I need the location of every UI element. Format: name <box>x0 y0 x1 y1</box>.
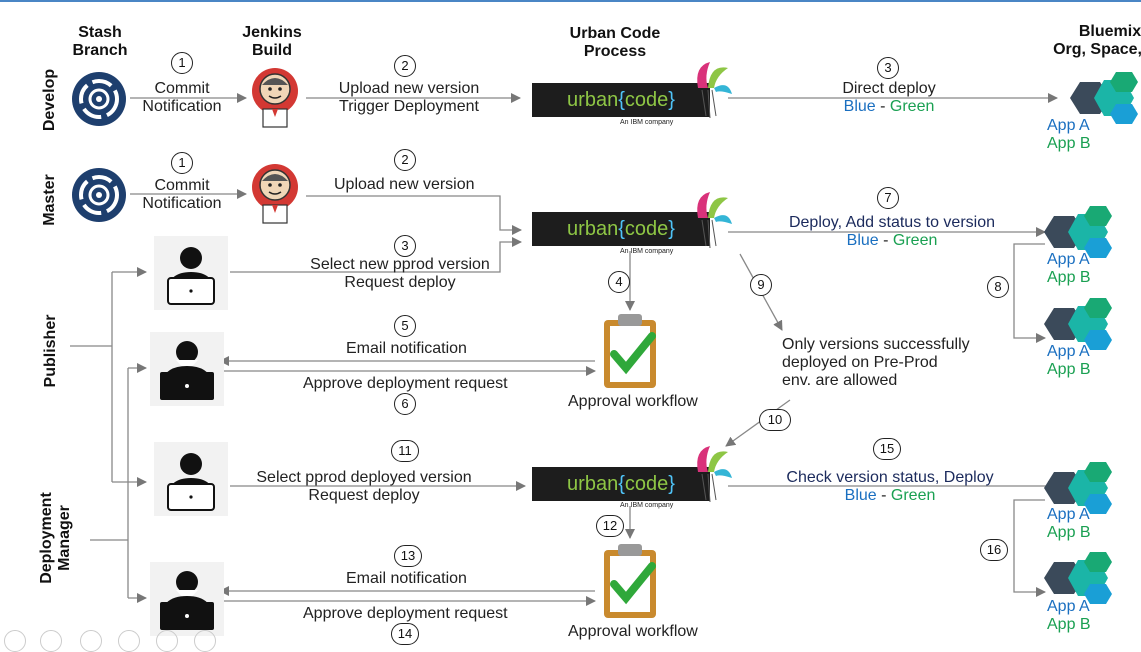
step-number: 3 <box>877 57 899 79</box>
check-version-status-label: Check version status, Deploy Blue - Gree… <box>786 469 994 504</box>
urbancode-spark-icon <box>697 446 732 503</box>
urbancode-tagline: An IBM company <box>620 119 674 126</box>
slide-pen-icon[interactable] <box>80 630 102 652</box>
approve-request-label: Approve deployment request <box>303 605 508 622</box>
app-b-label: App B <box>1047 135 1091 152</box>
user-laptop-icon <box>154 236 228 310</box>
user-laptop-icon <box>150 332 224 406</box>
step-number: 9 <box>750 274 772 296</box>
bluemix-hex-icon <box>1044 298 1112 350</box>
step-number: 10 <box>759 409 791 431</box>
step-number: 14 <box>391 623 419 645</box>
step-number: 16 <box>980 539 1008 561</box>
arrow-step8 <box>1013 243 1046 343</box>
urbancode-spark-icon <box>697 62 732 119</box>
lane-develop: Develop <box>41 68 58 132</box>
app-a-label: App A <box>1047 506 1090 523</box>
step-number: 4 <box>608 271 630 293</box>
urbancode-logo: urban{code} <box>532 467 710 501</box>
step-number: 8 <box>987 276 1009 298</box>
lane-master: Master <box>41 174 58 226</box>
user-laptop-icon <box>154 442 228 516</box>
urbancode-tagline: An IBM company <box>620 248 674 255</box>
email-notification-label: Email notification <box>346 340 467 357</box>
email-notification-label: Email notification <box>346 570 467 587</box>
app-a-label: App A <box>1047 117 1090 134</box>
step-number: 1 <box>171 52 193 74</box>
app-b-label: App B <box>1047 361 1091 378</box>
app-a-label: App A <box>1047 598 1090 615</box>
lane-publisher: Publisher <box>42 314 59 388</box>
bluemix-hex-icon <box>1070 72 1138 124</box>
app-b-label: App B <box>1047 616 1091 633</box>
bluemix-hex-icon <box>1044 462 1112 514</box>
app-b-label: App B <box>1047 524 1091 541</box>
bluemix-hex-icon <box>1044 206 1112 258</box>
step-number: 7 <box>877 187 899 209</box>
direct-deploy-label: Direct deploy Blue - Green <box>842 80 936 115</box>
slide-back-icon[interactable] <box>4 630 26 652</box>
step-number: 3 <box>394 235 416 257</box>
app-b-label: App B <box>1047 269 1091 286</box>
step-number: 6 <box>394 393 416 415</box>
arrow-master-upload <box>306 195 522 235</box>
step-number: 15 <box>873 438 901 460</box>
step-number: 5 <box>394 315 416 337</box>
slide-more-icon[interactable] <box>194 630 216 652</box>
step-number: 2 <box>394 55 416 77</box>
step-number: 13 <box>394 545 422 567</box>
urbancode-spark-icon <box>697 192 732 249</box>
user-laptop-icon <box>150 562 224 636</box>
top-rule <box>0 0 1141 2</box>
arrow-step16 <box>1013 499 1046 597</box>
step-number: 2 <box>394 149 416 171</box>
clipboard-check-icon <box>604 314 656 388</box>
urbancode-logo: urban{code} <box>532 83 710 117</box>
bluemix-hex-icon <box>1044 552 1112 604</box>
slide-grid-icon[interactable] <box>118 630 140 652</box>
app-a-label: App A <box>1047 343 1090 360</box>
jenkins-icon <box>252 68 298 128</box>
deploy-add-status-label: Deploy, Add status to version Blue - Gre… <box>788 214 996 249</box>
urbancode-tagline: An IBM company <box>620 502 674 509</box>
arrow-step10 <box>725 399 791 447</box>
approval-workflow-label: Approval workflow <box>568 393 698 410</box>
urbancode-logo: urban{code} <box>532 212 710 246</box>
slide-zoom-icon[interactable] <box>156 630 178 652</box>
approval-workflow-label: Approval workflow <box>568 623 698 640</box>
clipboard-check-icon <box>604 544 656 618</box>
app-a-label: App A <box>1047 251 1090 268</box>
step-number: 12 <box>596 515 624 537</box>
slide-play-icon[interactable] <box>40 630 62 652</box>
jenkins-icon <box>252 164 298 224</box>
approve-request-label: Approve deployment request <box>303 375 508 392</box>
arrow-select-pprod <box>230 237 522 273</box>
upload-new-version-label: Upload new version <box>334 176 475 193</box>
stash-icon <box>72 72 126 126</box>
step-number: 1 <box>171 152 193 174</box>
stash-icon <box>72 168 126 222</box>
step-number: 11 <box>391 440 419 462</box>
